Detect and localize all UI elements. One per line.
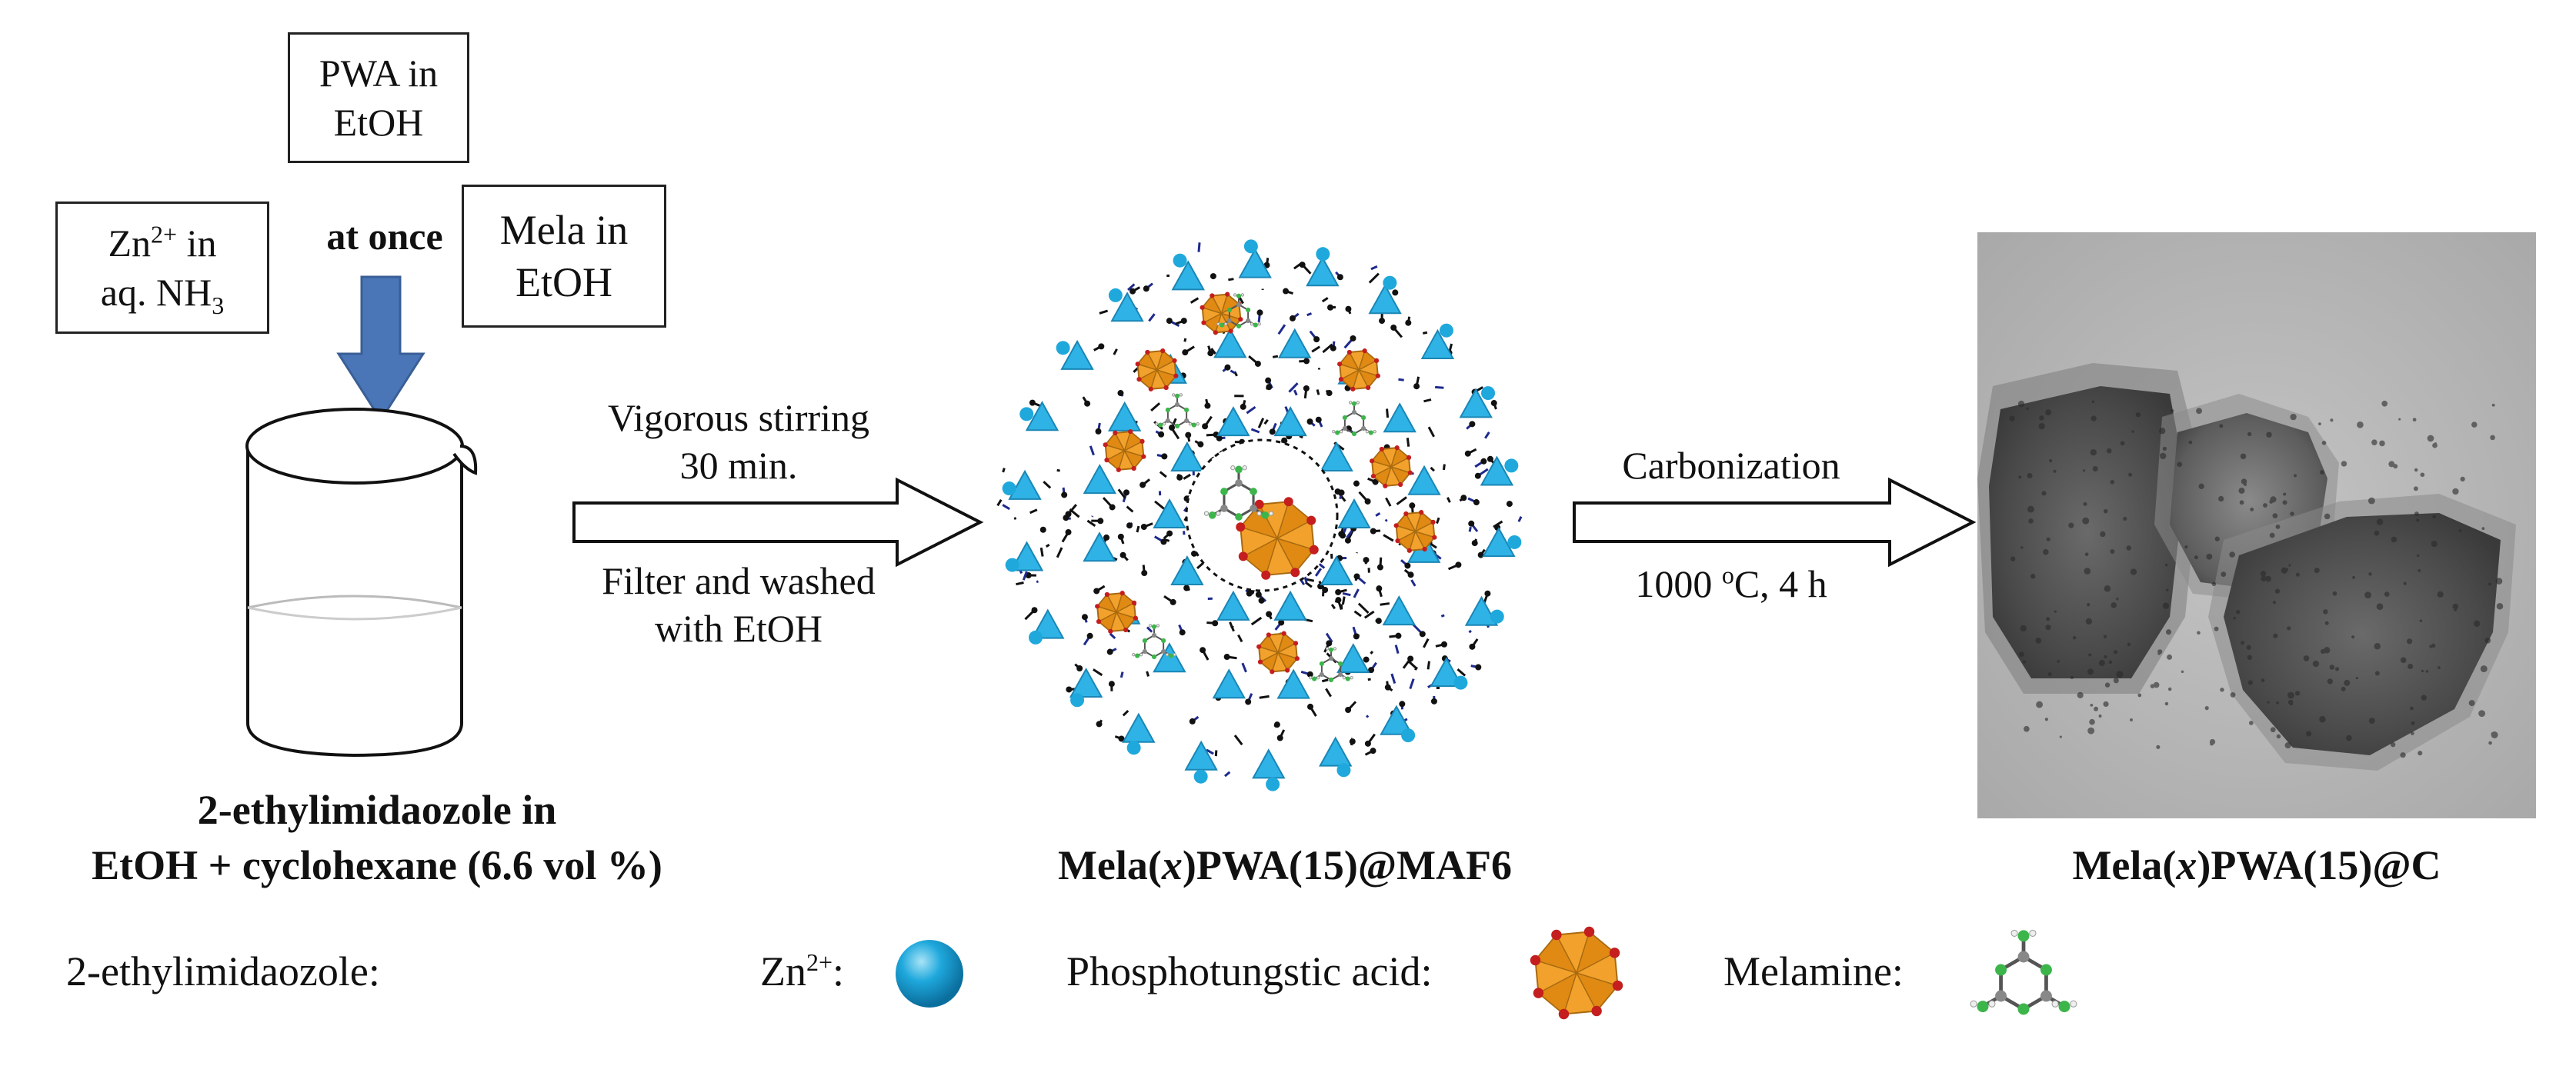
mof-pwa-cluster xyxy=(1256,631,1300,675)
wash-label: with EtOH xyxy=(654,607,823,650)
tem-image xyxy=(1977,232,2536,818)
mof-caption: Mela(x)PWA(15)@MAF6 xyxy=(1057,842,1513,888)
mof-melamine-unit xyxy=(1155,393,1200,429)
mof-pwa-cluster xyxy=(1095,591,1138,634)
at-once-label: at once xyxy=(326,215,443,258)
stirring-time-label: 30 min. xyxy=(679,444,798,487)
legend-ethylimidazole-label: 2-ethylimidaozole: xyxy=(66,948,380,994)
mof-melamine-unit xyxy=(1216,293,1261,329)
phosphotungstic-acid-icon xyxy=(1530,926,1623,1020)
legend-pwa-cluster xyxy=(1530,926,1623,1020)
zn-reagent-box: Zn2+ in aq. NH3 xyxy=(55,202,269,334)
legend-melamine-structure xyxy=(1970,929,2077,1015)
legend-melamine-label: Melamine: xyxy=(1723,948,1904,994)
mof-pwa-cluster xyxy=(1103,429,1146,472)
step1-arrow-icon xyxy=(572,477,984,568)
beaker-caption-line2: EtOH + cyclohexane (6.6 vol %) xyxy=(92,842,662,888)
mof-pwa-cluster xyxy=(1393,510,1437,553)
mela-reagent-line2: EtOH xyxy=(516,259,612,305)
mof-framework-structure xyxy=(996,239,1523,791)
mof-pwa-cluster xyxy=(1370,445,1413,488)
pwa-reagent-line2: EtOH xyxy=(333,101,424,144)
beaker-icon xyxy=(245,408,478,758)
mof-pwa-cluster xyxy=(1337,348,1380,391)
mela-reagent-line1: Mela in xyxy=(499,207,629,253)
legend-pwa-label: Phosphotungstic acid: xyxy=(1066,948,1433,994)
mof-pwa-cluster-center xyxy=(1236,497,1319,580)
carbonization-label: Carbonization xyxy=(1622,444,1840,487)
stirring-label: Vigorous stirring xyxy=(607,396,870,439)
melamine-molecule-icon xyxy=(1970,929,2077,1015)
mof-melamine-unit xyxy=(1203,465,1274,521)
mof-melamine-unit xyxy=(1132,624,1176,660)
zn-reagent-line2: aq. NH3 xyxy=(100,271,225,319)
carbon-caption: Mela(x)PWA(15)@C xyxy=(2072,842,2441,888)
mof-melamine-unit xyxy=(1309,647,1353,683)
mela-reagent-box: Mela in EtOH xyxy=(462,185,666,328)
step2-arrow-icon xyxy=(1573,477,1977,568)
pwa-reagent-box: PWA in EtOH xyxy=(288,32,469,163)
mof-pwa-cluster xyxy=(1200,291,1243,335)
zn-sphere-icon xyxy=(896,940,963,1008)
carbonization-condition-label: 1000 oC, 4 h xyxy=(1635,561,1827,605)
zn-reagent-line1: Zn2+ in xyxy=(108,220,217,265)
mof-melamine-unit xyxy=(1332,401,1376,437)
pwa-reagent-line1: PWA in xyxy=(319,52,439,95)
legend-zn-label: Zn2+: xyxy=(760,948,845,994)
filter-label: Filter and washed xyxy=(602,559,876,602)
addition-arrow-icon xyxy=(336,275,425,422)
mof-pwa-cluster xyxy=(1135,348,1179,391)
beaker-caption-line1: 2-ethylimidaozole in xyxy=(197,787,557,833)
